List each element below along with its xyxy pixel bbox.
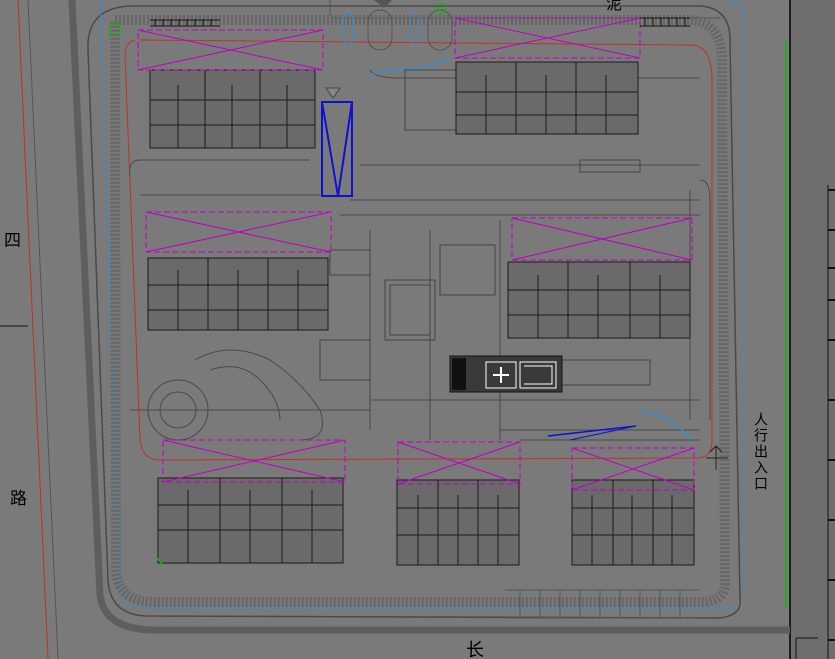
top-gate-pills [342,13,421,45]
site-inner-boundary [87,5,741,619]
magenta-cross-boxes [137,17,695,491]
blue-marker [321,101,353,197]
green-point-marker [109,23,120,35]
blue-line [547,425,637,437]
south-road-label: 长 [466,640,484,659]
green-point-marker [436,3,446,14]
entrance-arrow-icon [706,445,728,470]
pedestrian-entrance-label: 人行出入口 [752,412,768,492]
top-road-fragment-label: 泥 [606,0,623,13]
west-road-label-1: 四 [4,231,21,251]
unit-partitions [148,62,694,565]
parking-strip [505,589,700,619]
road-edge-west [27,0,59,659]
landscape-hatch-ring [109,15,731,607]
cross-hatched-building-footprint [449,355,563,393]
internal-roads [129,69,711,441]
title-block-ticks [828,189,835,641]
fence-pattern [150,17,690,27]
circular-garden [147,349,323,441]
red-setback-line [124,39,713,461]
west-road-label-2: 路 [10,489,27,509]
site-outer-wall [68,0,790,634]
road-red-line-west [17,0,49,659]
north-triangle [325,87,341,99]
